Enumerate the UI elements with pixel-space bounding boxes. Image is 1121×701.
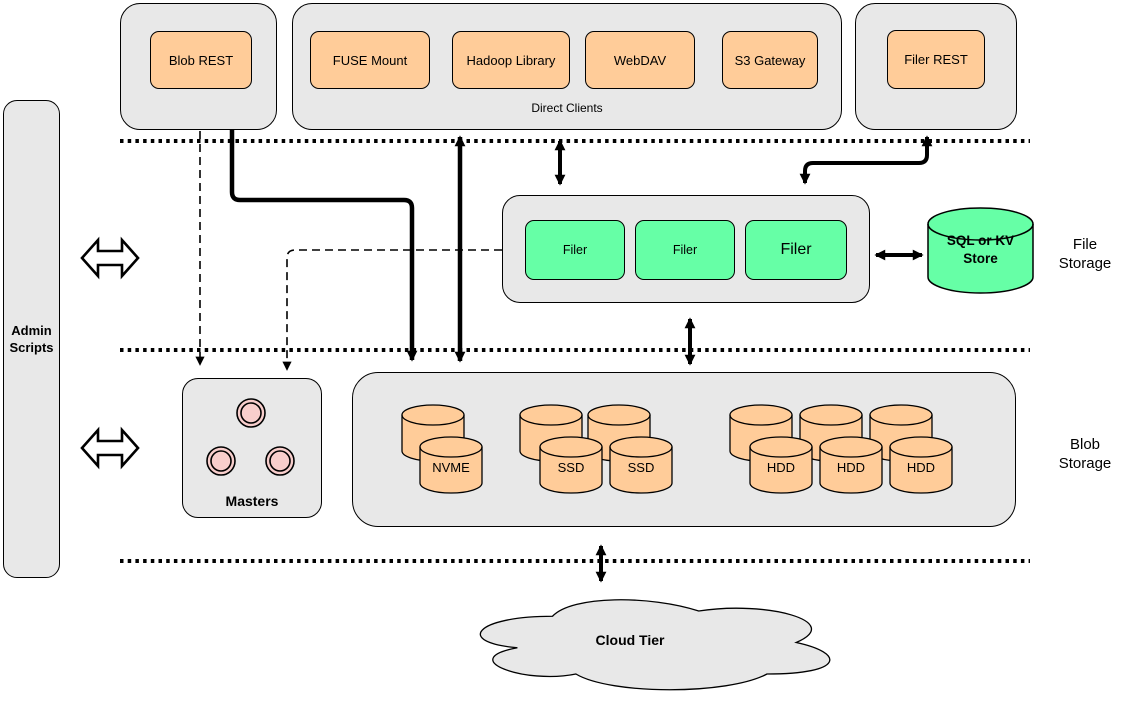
filer-node-1: Filer <box>525 220 625 280</box>
filer-node-3: Filer <box>745 220 847 280</box>
filer-label: Filer <box>672 243 698 257</box>
fuse-mount-label: FUSE Mount <box>332 52 408 68</box>
direct-clients-caption: Direct Clients <box>531 101 603 116</box>
admin-scripts-panel <box>3 100 60 578</box>
admin-blob-storage-arrow <box>80 426 140 470</box>
file-storage-section-label: File Storage <box>1058 235 1112 273</box>
edge-filerrest-filers-bidir <box>799 135 933 185</box>
fuse-mount-node: FUSE Mount <box>310 31 430 89</box>
filer-label: Filer <box>780 241 812 258</box>
kv-store-label: SQL or KV Store <box>946 233 1015 266</box>
webdav-label: WebDAV <box>613 52 667 68</box>
hdd-label: HDD <box>836 459 866 475</box>
ssd-label: SSD <box>557 459 585 475</box>
edge-filers-to-masters-dashed <box>282 249 502 371</box>
volume-servers-group <box>352 372 1016 527</box>
filer-label: Filer <box>562 243 588 257</box>
s3-gateway-label: S3 Gateway <box>734 52 806 68</box>
hdd-label: HDD <box>906 459 936 475</box>
s3-gateway-node: S3 Gateway <box>722 31 818 89</box>
hdd-label: HDD <box>766 459 796 475</box>
webdav-node: WebDAV <box>585 31 695 89</box>
hadoop-library-node: Hadoop Library <box>452 31 570 89</box>
cloud-tier-label: Cloud Tier <box>595 631 665 648</box>
filer-rest-node: Filer REST <box>887 30 985 89</box>
filer-node-2: Filer <box>635 220 735 280</box>
blob-rest-node: Blob REST <box>150 31 252 89</box>
hadoop-library-label: Hadoop Library <box>466 52 556 68</box>
admin-scripts-label: Admin Scripts <box>9 323 54 355</box>
masters-label: Masters <box>225 492 279 509</box>
blob-storage-section-label: Blob Storage <box>1058 435 1112 473</box>
ssd-label: SSD <box>627 459 655 475</box>
blob-rest-label: Blob REST <box>168 52 234 68</box>
nvme-label: NVME <box>432 459 470 475</box>
admin-file-storage-arrow <box>80 236 140 280</box>
filer-rest-label: Filer REST <box>904 52 968 67</box>
edge-blobrest-to-volumes <box>229 130 418 362</box>
